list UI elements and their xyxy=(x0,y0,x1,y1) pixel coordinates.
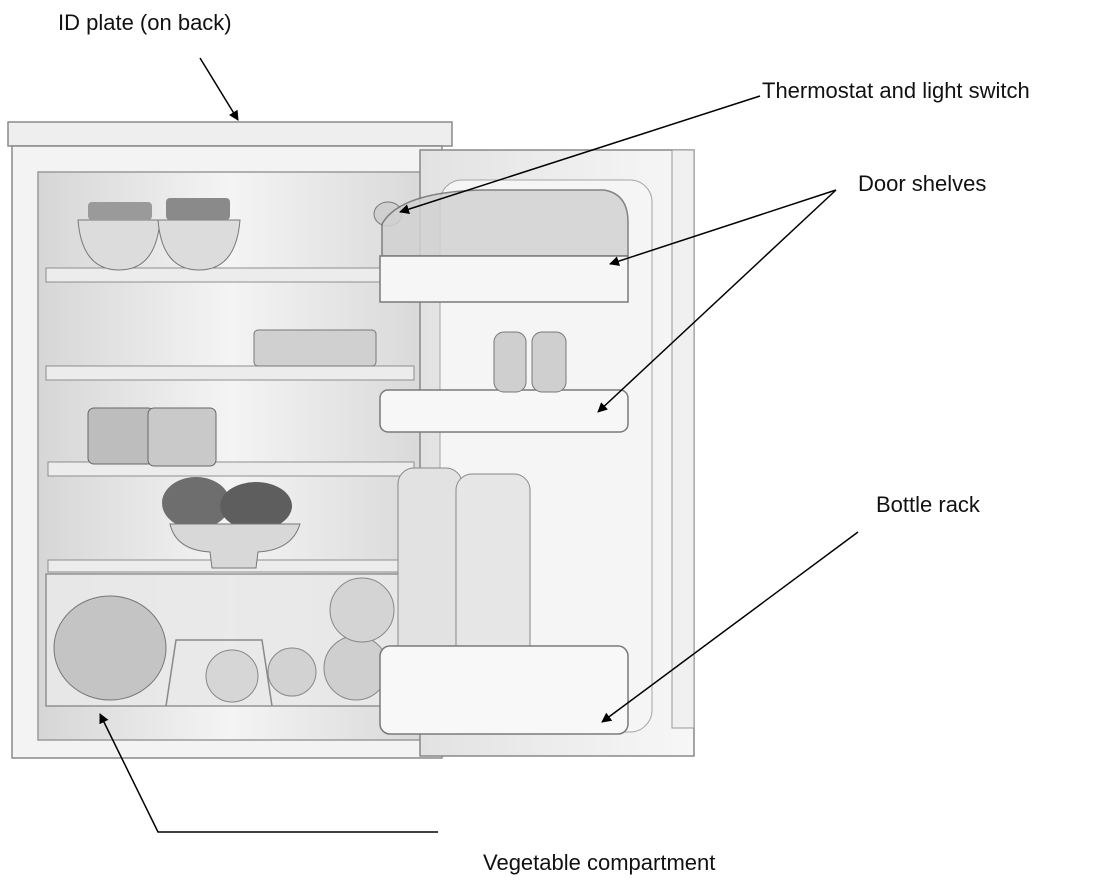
bottle-rack-label: Bottle rack xyxy=(876,492,980,517)
shelf-1 xyxy=(45,267,415,283)
sauce-bottle-2 xyxy=(531,331,567,393)
vegetable-compartment-label: Vegetable compartment xyxy=(483,850,716,875)
thermostat-label: Thermostat and light switch xyxy=(762,78,1030,103)
fruit-chunks-right xyxy=(166,198,230,220)
pear-right xyxy=(220,482,292,530)
dish xyxy=(253,329,377,367)
leader-door-shelf-2 xyxy=(597,189,837,413)
orange-1 xyxy=(323,635,389,701)
leader-thermostat xyxy=(399,95,761,214)
butter-compartment-lid xyxy=(381,189,629,257)
sauce-bottle-1 xyxy=(493,331,527,393)
id-plate-label: ID plate (on back) xyxy=(58,10,232,35)
fruit-bowl xyxy=(169,523,301,569)
apple-2 xyxy=(267,647,317,697)
shelf-2 xyxy=(45,365,415,381)
bowl-right xyxy=(157,219,241,271)
leader-id-plate xyxy=(199,57,239,121)
apple-1 xyxy=(205,649,259,703)
fruit-chunks-left xyxy=(88,202,152,220)
door-shelves-label: Door shelves xyxy=(858,171,987,196)
door-shelf-1 xyxy=(379,255,629,303)
jar-left xyxy=(87,407,155,465)
water-bottle-1 xyxy=(397,467,463,677)
food-items xyxy=(77,198,377,569)
bowl-left xyxy=(77,219,161,271)
leader-vegetable xyxy=(99,713,438,833)
leader-lines xyxy=(99,57,859,833)
bottle-rack-shelf xyxy=(379,645,629,735)
door-shelf-2 xyxy=(379,389,629,433)
melon xyxy=(53,595,167,701)
pear-left xyxy=(162,477,230,529)
crisper-cover xyxy=(165,639,273,707)
jar-right xyxy=(147,407,217,467)
door-shelves xyxy=(379,189,629,735)
vegetable-crisper xyxy=(45,573,407,707)
top-worktop xyxy=(7,121,453,147)
leader-bottle-rack xyxy=(601,531,859,723)
door-edge xyxy=(671,149,695,729)
leader-door-shelf-1 xyxy=(609,189,837,266)
orange-2 xyxy=(329,577,395,643)
